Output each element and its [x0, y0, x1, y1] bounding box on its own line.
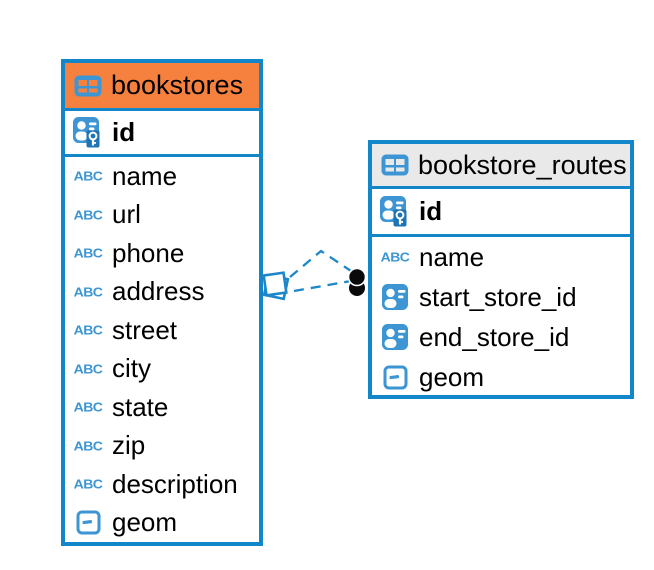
column-row-description[interactable]: ABC description: [65, 465, 259, 504]
columns-compartment: ABC name start_store_id end_store_id geom: [372, 237, 630, 398]
text-column-icon: ABC: [73, 207, 103, 223]
text-column-icon: ABC: [380, 249, 410, 265]
column-icon-cell: [73, 116, 103, 149]
table-icon: [74, 75, 102, 96]
column-row-id[interactable]: id: [372, 189, 630, 234]
column-icon-cell: ABC: [73, 207, 103, 223]
column-label: state: [112, 391, 169, 422]
column-icon-cell: ABC: [380, 249, 410, 265]
text-column-icon: ABC: [73, 399, 103, 415]
column-icon-cell: [380, 323, 410, 351]
column-label: street: [112, 314, 178, 345]
relationship-line[interactable]: [289, 249, 352, 278]
column-label: geom: [112, 507, 178, 538]
column-row-address[interactable]: ABC address: [65, 273, 259, 312]
column-row-end_store_id[interactable]: end_store_id: [372, 317, 630, 357]
column-label: id: [419, 196, 443, 226]
square-marker: [262, 271, 288, 297]
column-icon-cell: ABC: [73, 168, 103, 184]
column-row-phone[interactable]: ABC phone: [65, 234, 259, 273]
column-icon-cell: [73, 510, 103, 535]
column-label: end_store_id: [419, 321, 570, 352]
column-label: zip: [112, 430, 146, 461]
table-icon: [381, 154, 409, 176]
relationship-line[interactable]: [293, 279, 352, 293]
geometry-column-icon: [76, 510, 100, 535]
column-icon-cell: ABC: [73, 476, 103, 492]
column-row-id[interactable]: id: [65, 111, 259, 154]
column-row-street[interactable]: ABC street: [65, 311, 259, 350]
column-label: id: [112, 117, 136, 147]
column-row-geom[interactable]: geom: [372, 358, 630, 398]
primary-key-compartment: id: [372, 189, 630, 237]
column-label: description: [112, 468, 238, 499]
column-icon-cell: ABC: [73, 322, 103, 338]
column-icon-cell: [380, 365, 410, 390]
column-label: address: [112, 276, 205, 307]
column-label: name: [419, 241, 485, 272]
text-column-icon: ABC: [73, 476, 103, 492]
column-label: geom: [419, 362, 485, 393]
text-column-icon: ABC: [73, 438, 103, 454]
dot-marker: [349, 280, 365, 296]
foreign-key-icon: [381, 283, 408, 310]
table-header[interactable]: bookstore_routes: [372, 144, 630, 189]
column-label: name: [112, 160, 178, 191]
column-row-name[interactable]: ABC name: [372, 237, 630, 277]
text-column-icon: ABC: [73, 284, 103, 300]
column-label: start_store_id: [419, 281, 577, 312]
dot-marker: [347, 267, 367, 287]
primary-key-compartment: id: [65, 111, 259, 157]
column-row-city[interactable]: ABC city: [65, 350, 259, 389]
column-row-state[interactable]: ABC state: [65, 388, 259, 427]
column-row-url[interactable]: ABC url: [65, 196, 259, 235]
entity-table-bookstore-routes[interactable]: bookstore_routes id ABC name start_store_…: [368, 140, 634, 399]
text-column-icon: ABC: [73, 322, 103, 338]
table-icon: [380, 154, 410, 176]
column-row-geom[interactable]: geom: [65, 504, 259, 543]
text-column-icon: ABC: [73, 245, 103, 261]
geometry-column-icon: [383, 365, 407, 390]
column-row-name[interactable]: ABC name: [65, 157, 259, 196]
column-icon-cell: ABC: [73, 245, 103, 261]
square-marker: [262, 273, 290, 301]
text-column-icon: ABC: [73, 168, 103, 184]
relationship-end-square-markers: [262, 271, 290, 301]
foreign-key-icon: [381, 323, 408, 350]
column-row-start_store_id[interactable]: start_store_id: [372, 277, 630, 317]
text-column-icon: ABC: [73, 361, 103, 377]
column-icon-cell: ABC: [73, 399, 103, 415]
column-label: phone: [112, 237, 185, 268]
column-label: url: [112, 199, 141, 230]
column-icon-cell: ABC: [73, 361, 103, 377]
table-title: bookstore_routes: [418, 149, 627, 180]
column-icon-cell: ABC: [73, 284, 103, 300]
primary-key-icon: [380, 195, 407, 226]
column-icon-cell: ABC: [73, 438, 103, 454]
column-label: city: [112, 353, 151, 384]
table-header[interactable]: bookstores: [65, 63, 259, 111]
table-title: bookstores: [111, 70, 244, 100]
table-icon: [73, 75, 103, 97]
relationship-end-dot-markers: [347, 267, 367, 296]
column-icon-cell: [380, 195, 410, 228]
column-row-zip[interactable]: ABC zip: [65, 427, 259, 466]
column-icon-cell: [380, 283, 410, 311]
primary-key-icon: [73, 116, 100, 147]
